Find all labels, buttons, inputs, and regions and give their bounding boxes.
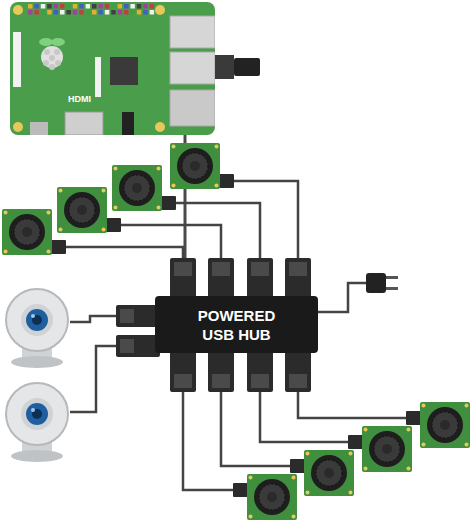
gpio-pin: [54, 4, 59, 9]
gpio-pin: [98, 10, 103, 15]
gpio-pin: [34, 4, 39, 9]
pi-board-art: [10, 2, 215, 135]
display-connector: [13, 32, 21, 87]
gpio-pin: [66, 10, 71, 15]
pcb: [10, 2, 215, 135]
gpio-pin: [111, 4, 116, 9]
hdmi-port: [65, 112, 103, 135]
gpio-pin: [73, 10, 78, 15]
gpio-pin: [130, 10, 135, 15]
audio-jack: [122, 112, 134, 135]
gpio-pin: [28, 10, 33, 15]
gpio-pin: [118, 4, 123, 9]
usb-port: [170, 52, 215, 84]
gpio-pin: [105, 4, 110, 9]
gpio-pin: [150, 10, 155, 15]
usb-plug: [212, 55, 260, 79]
mount-hole: [155, 5, 165, 15]
ultrasonic-sensor: [2, 143, 470, 520]
gpio-pin: [60, 4, 65, 9]
camera-connector: [95, 57, 101, 97]
power-port: [30, 122, 48, 135]
gpio-pin: [28, 4, 33, 9]
gpio-pin: [92, 10, 97, 15]
hub-label: POWERED USB HUB: [189, 306, 285, 344]
webcam: [6, 289, 68, 462]
gpio-pin: [60, 10, 65, 15]
gpio-pin: [79, 4, 84, 9]
gpio-pin: [41, 10, 46, 15]
gpio-pin: [86, 10, 91, 15]
raspberry-pi-board: HDMI: [10, 2, 215, 135]
gpio-pin: [86, 4, 91, 9]
gpio-pin: [41, 4, 46, 9]
gpio-pin: [143, 10, 148, 15]
sensor-plug: [50, 174, 422, 497]
gpio-pin: [47, 10, 52, 15]
gpio-pin: [54, 10, 59, 15]
usb-port: [170, 16, 215, 48]
sensor-wire: [64, 181, 408, 490]
gpio-pin: [124, 10, 129, 15]
gpio-pin: [66, 4, 71, 9]
mount-hole: [155, 122, 165, 132]
gpio-pin: [34, 10, 39, 15]
gpio-pin: [111, 10, 116, 15]
gpio-pin: [150, 4, 155, 9]
gpio-pin: [92, 4, 97, 9]
gpio-pin: [118, 10, 123, 15]
gpio-pin: [130, 4, 135, 9]
usb-hub-box: POWERED USB HUB: [155, 296, 318, 353]
gpio-pin: [124, 4, 129, 9]
gpio-pin: [47, 4, 52, 9]
gpio-pin: [137, 10, 142, 15]
gpio-pin: [137, 4, 142, 9]
gpio-pin: [79, 10, 84, 15]
port-label: HDMI: [68, 94, 91, 104]
mount-hole: [13, 122, 23, 132]
ethernet-port: [170, 90, 215, 126]
raspberry-logo: [39, 38, 65, 70]
gpio-pin: [143, 4, 148, 9]
gpio-pin: [98, 4, 103, 9]
processor: [110, 57, 138, 85]
mount-hole: [13, 5, 23, 15]
gpio-pin: [73, 4, 78, 9]
power-plug: [366, 273, 398, 293]
gpio-pin: [105, 10, 110, 15]
